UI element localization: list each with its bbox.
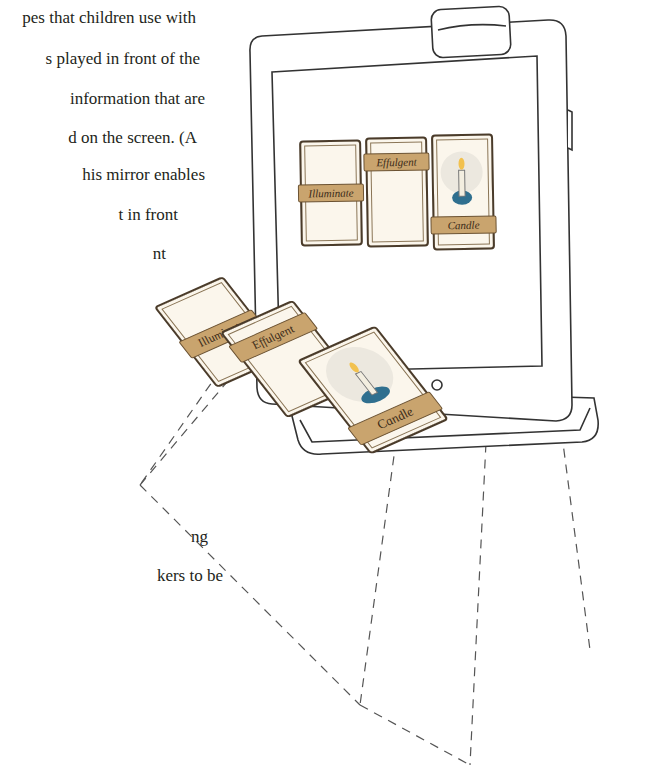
word-card: Illuminate [299, 139, 363, 246]
word-card: Effulgent [365, 136, 429, 247]
paper-text-line: d on the screen. (A [68, 128, 197, 148]
card-title: Illuminate [298, 183, 364, 202]
candle-picture [436, 140, 487, 213]
card-title: Effulgent [363, 152, 429, 171]
paper-text-line: information that are [70, 89, 205, 109]
paper-text-line: his mirror enables [82, 165, 205, 185]
word-card: Candle [431, 133, 495, 250]
paper-text-line: nt [153, 244, 166, 264]
paper-text-line: pes that children use with [22, 8, 196, 28]
paper-text-line: ng [191, 527, 208, 547]
paper-text-line: t in front [119, 205, 179, 225]
paper-text-line: kers to be [157, 566, 223, 586]
card-title: Candle [430, 215, 496, 234]
paper-text-line: s played in front of the [46, 49, 200, 69]
